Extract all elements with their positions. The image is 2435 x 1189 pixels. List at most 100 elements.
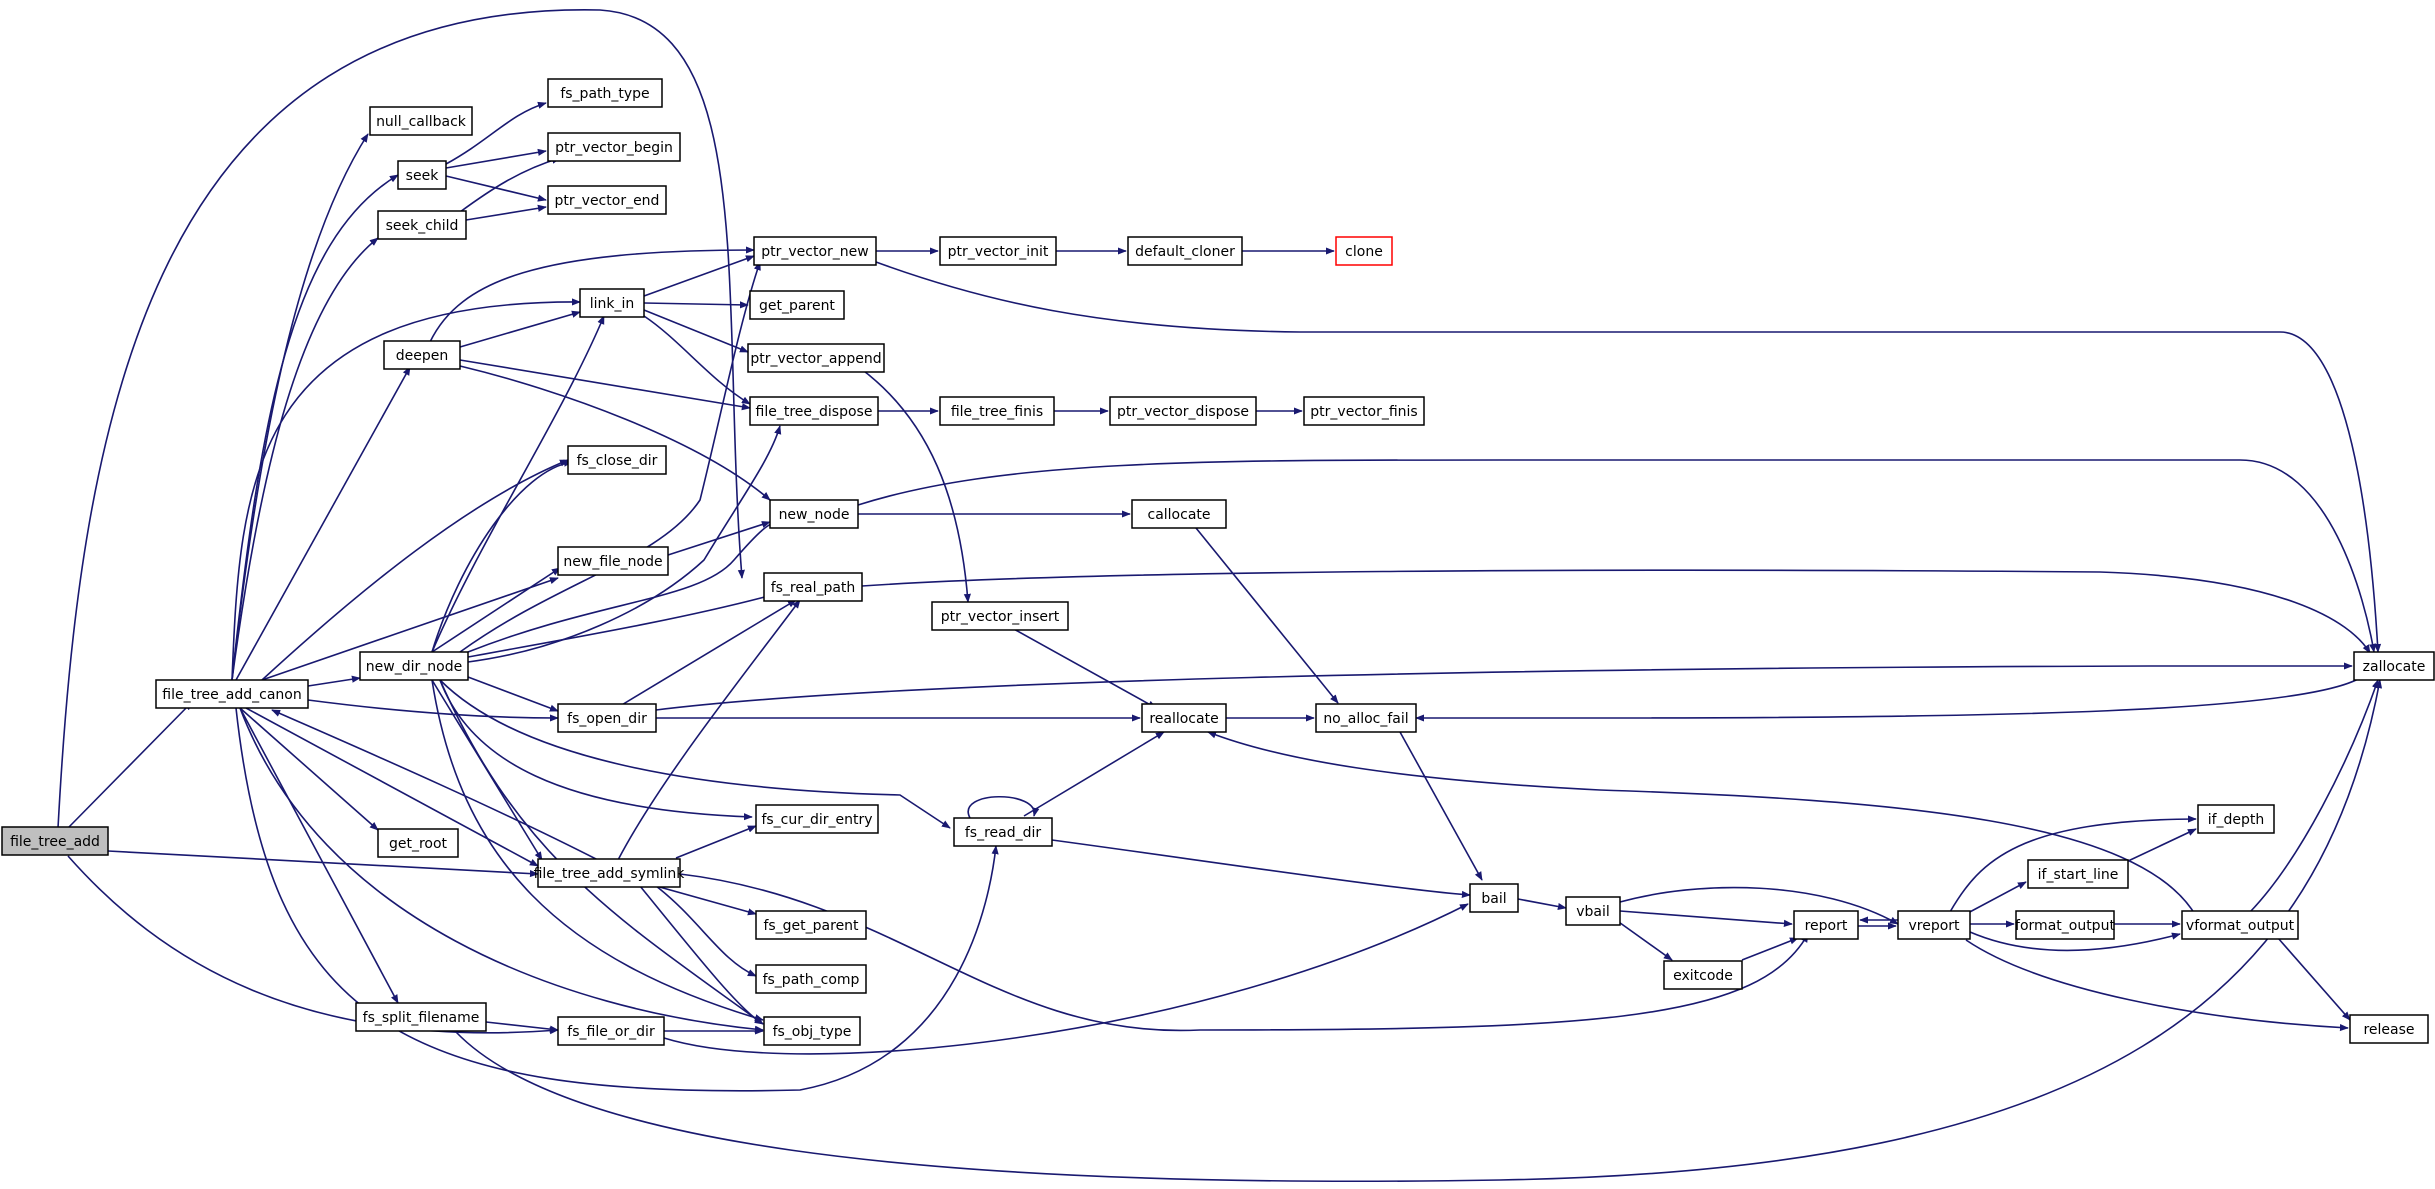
edge-symlink-to-fs-get-parent	[655, 885, 757, 916]
node-label: exitcode	[1673, 968, 1733, 984]
edge-file-tree-add-to-fs-real-path	[57, 9, 745, 829]
node-reallocate[interactable]: reallocate	[1141, 703, 1227, 733]
node-file-tree-add-canon[interactable]: file_tree_add_canon	[155, 679, 309, 709]
node-ptr-vector-append[interactable]: ptr_vector_append	[747, 343, 885, 373]
edge-file-tree-add-to-fs-file-or-dir	[67, 855, 559, 1035]
node-label: format_output	[2015, 918, 2115, 934]
edge-fs-read-dir-to-fs-read-dir	[967, 795, 1040, 819]
edge-link-in-to-ptr-vector-append	[643, 309, 749, 353]
node-box	[939, 236, 1057, 266]
node-new-node[interactable]: new_node	[769, 499, 859, 529]
node-seek-child[interactable]: seek_child	[377, 210, 467, 240]
node-label: callocate	[1148, 507, 1211, 523]
node-ptr-vector-end[interactable]: ptr_vector_end	[547, 185, 667, 215]
node-file-tree-add[interactable]: file_tree_add	[1, 826, 109, 856]
node-file-tree-finis[interactable]: file_tree_finis	[939, 396, 1055, 426]
node-box	[355, 1002, 487, 1032]
node-new-dir-node[interactable]: new_dir_node	[359, 651, 469, 681]
node-label: ptr_vector_new	[761, 244, 868, 260]
node-get-parent[interactable]: get_parent	[749, 290, 845, 320]
edge-vbail-to-report	[1619, 910, 1793, 927]
node-new-file-node[interactable]: new_file_node	[557, 546, 669, 576]
node-ptr-vector-dispose[interactable]: ptr_vector_dispose	[1109, 396, 1257, 426]
node-default-cloner[interactable]: default_cloner	[1127, 236, 1243, 266]
node-deepen[interactable]: deepen	[383, 340, 461, 370]
node-if-start-line[interactable]: if_start_line	[2027, 859, 2129, 889]
edge-fs-file-or-dir-to-bail	[663, 903, 1469, 1055]
node-fs-split-filename[interactable]: fs_split_filename	[355, 1002, 487, 1032]
node-vbail[interactable]: vbail	[1565, 896, 1621, 926]
node-box	[1335, 236, 1393, 266]
edge-deepen-to-new-node	[459, 365, 771, 501]
edge-ptr-vector-append-to-ptr-vector-insert	[859, 367, 971, 603]
edge-canon-to-fs-obj-type	[239, 707, 764, 1033]
node-seek[interactable]: seek	[397, 160, 447, 190]
node-format-output[interactable]: format_output	[2015, 910, 2115, 940]
node-fs-close-dir[interactable]: fs_close_dir	[567, 445, 667, 475]
node-fs-path-type[interactable]: fs_path_type	[547, 78, 663, 108]
node-report[interactable]: report	[1793, 910, 1859, 940]
node-zallocate[interactable]: zallocate	[2353, 651, 2435, 681]
edge-symlink-to-fs-path-comp	[655, 885, 757, 977]
node-callocate[interactable]: callocate	[1131, 499, 1227, 529]
node-box	[1127, 236, 1243, 266]
node-bail[interactable]: bail	[1469, 883, 1519, 913]
node-vformat-output[interactable]: vformat_output	[2181, 910, 2299, 940]
node-ptr-vector-begin[interactable]: ptr_vector_begin	[547, 132, 681, 162]
node-box	[557, 703, 657, 733]
node-fs-get-parent[interactable]: fs_get_parent	[755, 910, 867, 940]
edge-new-dir-node-to-fs-close-dir	[431, 459, 573, 653]
node-exitcode[interactable]: exitcode	[1663, 960, 1743, 990]
node-label: ptr_vector_dispose	[1117, 404, 1249, 420]
node-null-callback[interactable]: null_callback	[369, 106, 473, 136]
node-link-in[interactable]: link_in	[579, 288, 645, 318]
node-box	[369, 106, 473, 136]
node-label: fs_close_dir	[577, 453, 658, 469]
node-label: report	[1805, 918, 1848, 934]
node-vreport[interactable]: vreport	[1897, 910, 1971, 940]
edge-seek-to-fs-path-type	[445, 101, 547, 165]
node-ptr-vector-new[interactable]: ptr_vector_new	[753, 236, 877, 266]
node-file-tree-add-symlink[interactable]: file_tree_add_symlink	[534, 858, 686, 888]
node-fs-open-dir[interactable]: fs_open_dir	[557, 703, 657, 733]
node-fs-path-comp[interactable]: fs_path_comp	[755, 964, 867, 994]
edge-canon-to-new-file-node	[261, 577, 559, 681]
edge-fs-open-dir-to-zallocate	[655, 662, 2353, 711]
edge-vreport-to-if-depth	[1949, 815, 2197, 913]
node-fs-file-or-dir[interactable]: fs_file_or_dir	[557, 1016, 665, 1046]
edge-link-in-to-file-tree-dispose	[643, 315, 751, 405]
node-box	[2353, 651, 2435, 681]
node-clone[interactable]: clone	[1335, 236, 1393, 266]
node-fs-obj-type[interactable]: fs_obj_type	[763, 1016, 861, 1046]
node-box	[953, 817, 1053, 847]
node-ptr-vector-init[interactable]: ptr_vector_init	[939, 236, 1057, 266]
edge-new-node-to-zallocate	[857, 459, 2377, 653]
node-box	[2197, 804, 2275, 834]
node-box	[747, 343, 885, 373]
edge-no-alloc-fail-to-bail	[1399, 731, 1483, 881]
node-file-tree-dispose[interactable]: file_tree_dispose	[749, 396, 879, 426]
node-fs-real-path[interactable]: fs_real_path	[763, 572, 863, 602]
node-box	[1141, 703, 1227, 733]
edge-fs-open-dir-to-fs-real-path	[619, 599, 797, 707]
node-ptr-vector-finis[interactable]: ptr_vector_finis	[1303, 396, 1425, 426]
node-label: zallocate	[2363, 659, 2426, 675]
node-release[interactable]: release	[2349, 1014, 2429, 1044]
edge-vformat-output-to-zallocate	[2249, 679, 2379, 913]
edge-new-dir-node-to-fs-cur-dir-entry	[439, 679, 753, 821]
node-fs-read-dir[interactable]: fs_read_dir	[953, 817, 1053, 847]
edge-canon-to-fs-read-dir	[235, 707, 999, 1092]
node-label: get_parent	[759, 298, 835, 314]
node-ptr-vector-insert[interactable]: ptr_vector_insert	[931, 601, 1069, 631]
node-get-root[interactable]: get_root	[377, 828, 459, 858]
edge-ptr-vector-new-to-zallocate	[875, 261, 2382, 653]
node-fs-cur-dir-entry[interactable]: fs_cur_dir_entry	[755, 804, 879, 834]
node-if-depth[interactable]: if_depth	[2197, 804, 2275, 834]
node-box	[2349, 1014, 2429, 1044]
edge-if-start-line-to-if-depth	[2125, 828, 2197, 863]
node-label: fs_obj_type	[773, 1024, 852, 1040]
node-no-alloc-fail[interactable]: no_alloc_fail	[1315, 703, 1417, 733]
node-label: deepen	[396, 348, 449, 364]
node-box	[537, 858, 681, 888]
